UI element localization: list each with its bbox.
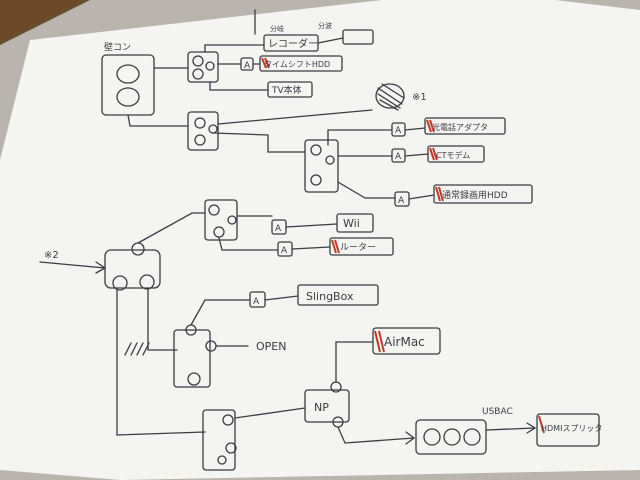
splitter-3 <box>304 139 339 193</box>
label-open: OPEN <box>256 340 286 353</box>
arrow-usbac <box>405 431 416 445</box>
splitter-3-port-c <box>325 155 335 165</box>
desk-corner <box>0 0 90 45</box>
router-port-c <box>227 215 237 225</box>
usbac-port-3 <box>463 428 481 446</box>
wire-recorder-sub <box>317 37 344 44</box>
splitter-1 <box>187 51 219 83</box>
wii-box <box>336 213 374 233</box>
wire-outlet-splitter2 <box>127 114 189 127</box>
label-wii: Wii <box>343 217 360 230</box>
label-note1: ※1 <box>412 92 427 103</box>
usbac-box <box>415 419 487 455</box>
device-lower-port-c <box>217 455 227 465</box>
router-port-b <box>213 226 225 238</box>
label-recorder: レコーダー <box>268 37 318 50</box>
splitter-3-port-a <box>310 144 322 156</box>
label-recording-hdd: 通常録画用HDD <box>442 189 508 201</box>
wire-router-wii <box>236 215 338 228</box>
router-port-a <box>208 204 220 216</box>
label-slingbox: SlingBox <box>306 290 354 303</box>
label-optical-adapter: 光電話アダプタ <box>432 122 488 132</box>
wire-lower-np <box>234 407 306 419</box>
usbac-port-2 <box>443 428 461 446</box>
label-hdmi: HDMIスプリッタ <box>541 424 602 433</box>
wire-device-slingbox <box>190 299 251 326</box>
device-lower <box>202 409 236 471</box>
red-accents <box>261 57 545 434</box>
wire-splitter2-splitter3 <box>212 132 306 153</box>
hdmi-box <box>536 413 600 447</box>
wire-trunk-right <box>147 289 178 351</box>
note2-pointer <box>39 261 106 269</box>
wire-a3-ct <box>404 153 429 157</box>
label-adapter-1: A <box>244 61 251 71</box>
wire-a7-slingbox <box>264 295 299 301</box>
label-router-device: ルーター <box>340 242 376 253</box>
usbac-port-1 <box>423 428 441 446</box>
router-box <box>204 199 238 241</box>
splitter-2 <box>187 111 219 151</box>
label-adapter-5: A <box>275 224 282 234</box>
wire-np-usbac <box>337 426 415 444</box>
wire-a6-device <box>291 246 331 250</box>
arrow-hdmi <box>526 422 537 434</box>
optical-adapter-box <box>424 117 506 135</box>
label-airmac: AirMac <box>384 335 425 349</box>
diagram <box>39 9 600 471</box>
device-open <box>173 329 211 388</box>
airmac-box <box>372 327 441 355</box>
label-usbac: USBAC <box>482 407 513 417</box>
coiled-cable-icon <box>375 83 405 111</box>
device-lower-port-a <box>222 414 234 426</box>
label-adapter-2: A <box>395 126 402 136</box>
label-tv: TV本体 <box>271 84 302 96</box>
wire-s3-hdd <box>337 181 396 199</box>
device-lower-port-b <box>225 442 237 454</box>
splitter-1-port-b <box>192 68 204 80</box>
splitter-4-port-right <box>139 274 155 290</box>
label-wall-outlet: 壁コン <box>104 41 131 53</box>
label-np: NP <box>314 401 329 414</box>
np-box <box>304 389 350 423</box>
slingbox-box <box>297 284 379 306</box>
label-ct-modem: CTモデム <box>436 150 470 160</box>
wire-a2-optical <box>404 127 426 131</box>
wire-splitter1-tv <box>209 81 269 91</box>
wire-np-airmac <box>335 341 373 383</box>
label-adapter-4: A <box>398 196 405 206</box>
device-open-port-c <box>187 372 201 386</box>
recorder-sub-box <box>342 29 374 45</box>
wire-trunk-left <box>116 289 206 436</box>
recording-hdd-box <box>433 184 533 204</box>
outlet-socket-bottom <box>116 87 140 107</box>
label-time-shift-hdd: タイムシフトHDD <box>264 60 330 69</box>
splitter-2-port-b <box>194 134 206 146</box>
label-adapter-3: A <box>395 152 402 162</box>
label-recorder-top-left: 分岐 <box>270 24 284 33</box>
label-note2: ※2 <box>44 250 59 261</box>
hatch-marks <box>124 342 150 356</box>
label-adapter-6: A <box>281 246 288 256</box>
splitter-2-port-a <box>194 117 206 129</box>
wire-s4-router <box>137 212 206 244</box>
label-adapter-7: A <box>253 297 260 307</box>
splitter-3-port-b <box>310 174 322 186</box>
wire-s3-optical <box>327 129 393 146</box>
outlet-socket-top <box>116 64 140 84</box>
wire-router-a6 <box>218 237 279 251</box>
label-recorder-top-right: 分波 <box>318 21 332 30</box>
wire-splitter1-recorder <box>204 44 265 53</box>
splitter-1-port-a <box>192 55 204 67</box>
wire-usbac-hdmi <box>485 427 536 431</box>
splitter-4-port-left <box>112 275 128 291</box>
splitter-1-port-c <box>205 61 215 71</box>
wire-splitter2-coil <box>217 109 373 125</box>
wire-a4-hdd <box>408 194 435 200</box>
